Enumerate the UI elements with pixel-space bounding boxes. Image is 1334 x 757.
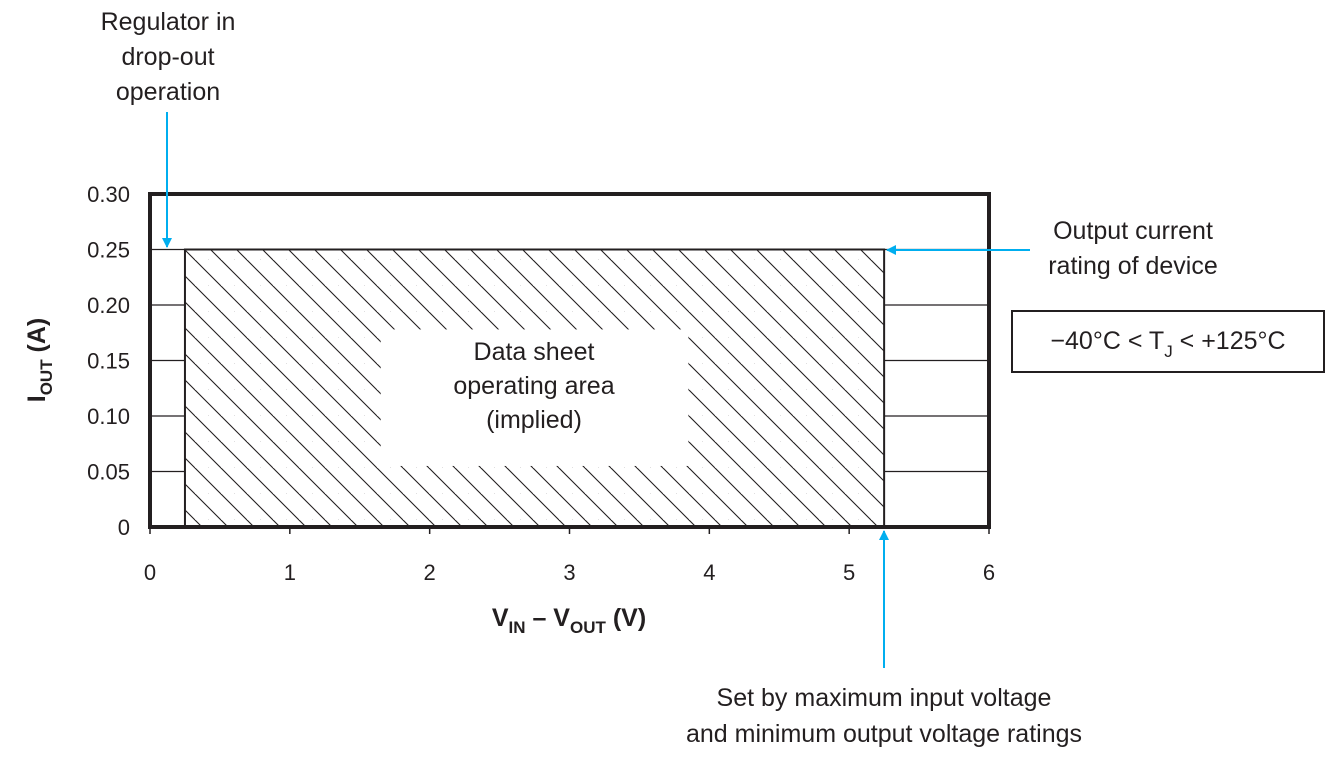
- condition-text: −40°C < TJ < +125°C: [1050, 327, 1285, 361]
- dropout-annotation-line-2: drop-out: [121, 43, 214, 71]
- max-voltage-annotation-line-1: Set by maximum input voltage: [717, 684, 1052, 712]
- x-tick-label: 1: [284, 560, 296, 585]
- y-tick-label: 0.20: [87, 293, 130, 318]
- condition-box: [1011, 310, 1325, 373]
- x-tick-label: 2: [424, 560, 436, 585]
- x-tick-label: 0: [144, 560, 156, 585]
- current-rating-annotation-line-1: Output current: [1053, 217, 1213, 245]
- x-axis-label: VIN – VOUT (V): [492, 604, 646, 637]
- y-tick-label: 0.05: [87, 460, 130, 485]
- max-voltage-annotation-line-2: and minimum output voltage ratings: [686, 720, 1082, 748]
- y-tick-label: 0.15: [87, 349, 130, 374]
- y-tick-label: 0.10: [87, 404, 130, 429]
- y-tick-label: 0: [118, 515, 130, 540]
- center-label-line-3: (implied): [486, 406, 582, 434]
- x-tick-label: 5: [843, 560, 855, 585]
- dropout-annotation-line-3: operation: [116, 78, 220, 106]
- center-label-line-2: operating area: [453, 372, 614, 400]
- axis-ticks: 0 0.05 0.10 0.15 0.20 0.25 0.30 0 1 2 3 4 5 6: [87, 182, 995, 585]
- center-label-line-1: Data sheet: [474, 338, 595, 366]
- y-tick-label: 0.30: [87, 182, 130, 207]
- x-tick-label: 4: [703, 560, 715, 585]
- x-tick-label: 3: [563, 560, 575, 585]
- current-rating-annotation-line-2: rating of device: [1048, 252, 1218, 280]
- y-axis-label: IOUT (A): [23, 318, 56, 403]
- y-tick-label: 0.25: [87, 238, 130, 263]
- x-tick-label: 6: [983, 560, 995, 585]
- dropout-annotation-line-1: Regulator in: [101, 8, 236, 36]
- operating-area-label-background: [380, 329, 689, 466]
